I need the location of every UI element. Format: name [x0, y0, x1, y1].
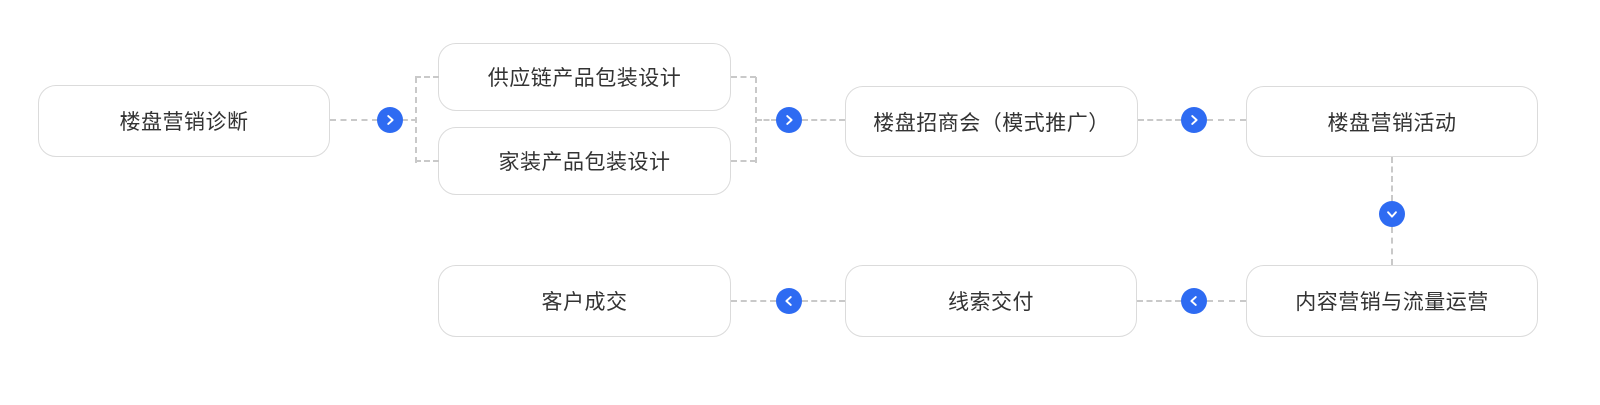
node-label: 家装产品包装设计 — [498, 151, 671, 174]
connector-line — [731, 76, 756, 78]
connector-line — [802, 119, 845, 121]
connector-line — [415, 76, 439, 78]
node-customer-deal: 客户成交 — [438, 265, 731, 337]
node-investment-meeting: 楼盘招商会（模式推广） — [845, 86, 1138, 157]
connector-line — [802, 300, 845, 302]
node-home-decor-packaging: 家装产品包装设计 — [438, 127, 731, 195]
node-marketing-activity: 楼盘营销活动 — [1246, 86, 1538, 157]
connector-line — [731, 300, 776, 302]
chevron-right-icon — [383, 113, 397, 127]
connector-line — [403, 119, 416, 121]
node-label: 内容营销与流量运营 — [1295, 291, 1489, 314]
node-lead-delivery: 线索交付 — [845, 265, 1137, 337]
flow-arrow-badge — [776, 288, 802, 314]
connector-line — [1138, 119, 1181, 121]
chevron-left-icon — [1187, 294, 1201, 308]
connector-line — [1207, 119, 1246, 121]
node-label: 线索交付 — [948, 291, 1034, 314]
connector-line — [1137, 300, 1181, 302]
node-content-traffic-ops: 内容营销与流量运营 — [1246, 265, 1538, 337]
node-property-marketing-diagnosis: 楼盘营销诊断 — [38, 85, 330, 157]
connector-line — [415, 160, 439, 162]
connector-line — [756, 119, 777, 121]
flow-arrow-badge — [377, 107, 403, 133]
connector-line — [731, 160, 756, 162]
chevron-right-icon — [782, 113, 796, 127]
node-supply-chain-packaging: 供应链产品包装设计 — [438, 43, 731, 111]
connector-line — [415, 77, 417, 163]
connector-line — [1207, 300, 1246, 302]
node-label: 楼盘营销诊断 — [119, 111, 249, 134]
flow-arrow-badge — [1181, 107, 1207, 133]
connector-line — [330, 119, 378, 121]
connector-line — [1391, 157, 1393, 201]
chevron-right-icon — [1187, 113, 1201, 127]
flow-arrow-badge — [1379, 201, 1405, 227]
node-label: 楼盘招商会（模式推广） — [873, 111, 1110, 135]
chevron-down-icon — [1385, 207, 1399, 221]
chevron-left-icon — [782, 294, 796, 308]
node-label: 供应链产品包装设计 — [487, 67, 682, 90]
flow-arrow-badge — [776, 107, 802, 133]
node-label: 客户成交 — [541, 291, 628, 314]
flow-arrow-badge — [1181, 288, 1207, 314]
connector-line — [1391, 227, 1393, 265]
node-label: 楼盘营销活动 — [1327, 111, 1457, 135]
